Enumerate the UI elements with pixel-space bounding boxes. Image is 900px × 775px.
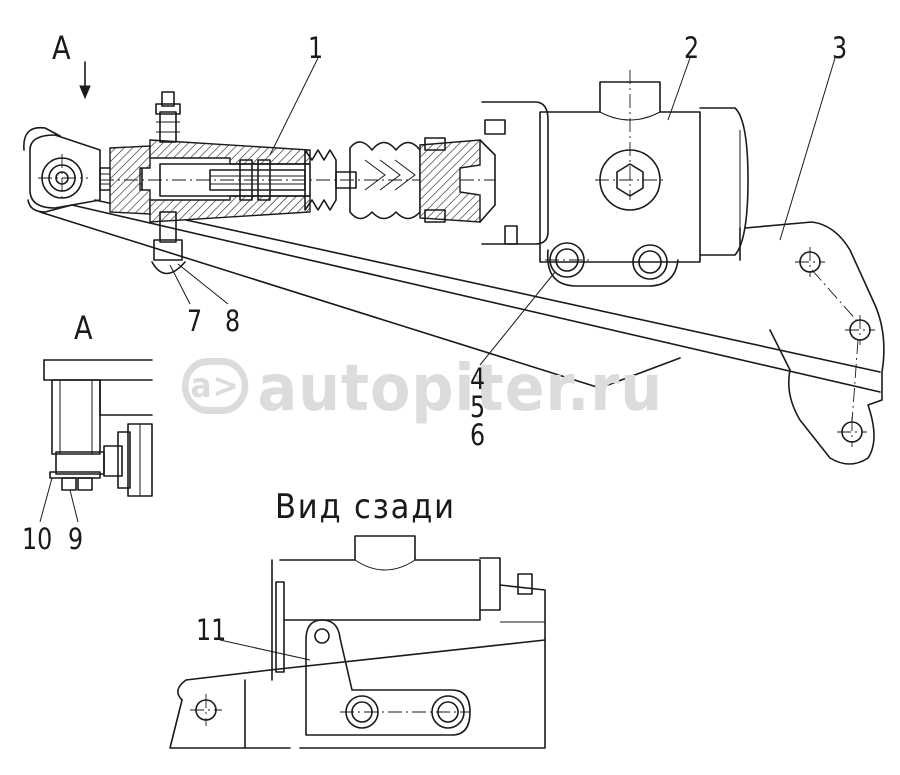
callout-3: 3 bbox=[832, 31, 848, 65]
callout-5: 5 bbox=[470, 390, 486, 424]
valve-body-part-2 bbox=[481, 70, 749, 287]
callout-1: 1 bbox=[308, 31, 324, 65]
callout-11: 11 bbox=[196, 613, 227, 647]
callout-7: 7 bbox=[187, 304, 203, 338]
valve-coupling bbox=[349, 137, 496, 223]
callout-10: 10 bbox=[22, 522, 53, 556]
watermark-logo: a> bbox=[182, 358, 249, 415]
callout-6: 6 bbox=[470, 418, 486, 452]
watermark: a>autopiter.ru bbox=[182, 352, 663, 426]
leader-lines-main bbox=[169, 57, 836, 366]
view-a-arrow bbox=[79, 61, 91, 100]
callout-8: 8 bbox=[225, 304, 241, 338]
callout-4: 4 bbox=[470, 362, 486, 396]
view-a-detail bbox=[39, 359, 153, 523]
rear-view-title: Вид сзади bbox=[275, 487, 456, 527]
watermark-text: autopiter.ru bbox=[257, 352, 664, 426]
cylinder-part-1 bbox=[100, 91, 495, 275]
view-a-label: A bbox=[74, 309, 93, 347]
main-view bbox=[23, 57, 885, 465]
callout-9: 9 bbox=[68, 522, 84, 556]
callout-2: 2 bbox=[684, 31, 700, 65]
rear-view bbox=[169, 535, 546, 749]
bracket-part-3 bbox=[23, 126, 885, 465]
view-a-arrow-label: A bbox=[52, 29, 71, 67]
